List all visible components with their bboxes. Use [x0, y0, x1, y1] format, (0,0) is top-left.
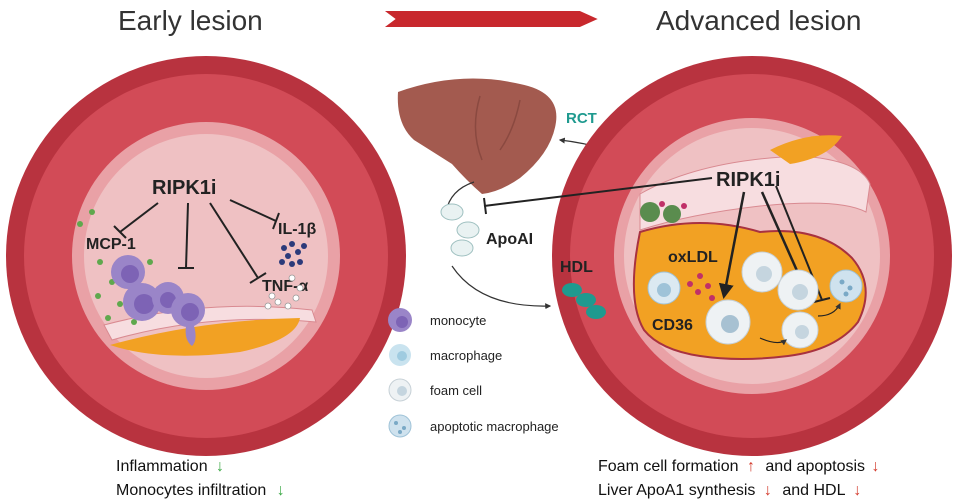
svg-text:Monocytes infiltration ↓: Monocytes infiltration ↓	[116, 482, 285, 499]
tnfa-cytokine-dots	[264, 274, 304, 310]
footer-right-line2-a: Liver ApoA1 synthesis	[598, 482, 755, 499]
liver	[397, 78, 557, 194]
oxldl-label: oxLDL	[668, 249, 718, 266]
monocyte-cluster	[111, 255, 205, 346]
footer-right: Foam cell formation ↑ and apoptosis ↓ Li…	[598, 458, 880, 499]
svg-text:macrophage: macrophage	[430, 348, 502, 363]
legend-item-monocyte: monocyte	[388, 308, 486, 332]
il1b-cytokine-dots	[279, 241, 307, 267]
svg-text:monocyte: monocyte	[430, 313, 486, 328]
svg-text:foam cell: foam cell	[430, 383, 482, 398]
right-ripk1i-label: RIPK1i	[716, 169, 780, 191]
title-early-lesion: Early lesion	[118, 5, 263, 36]
mcp1-label: MCP-1	[86, 236, 136, 253]
svg-text:apoptotic macrophage: apoptotic macrophage	[430, 419, 559, 434]
legend-item-apoptotic-macrophage: apoptotic macrophage	[388, 414, 559, 438]
footer-left-line2-text: Monocytes infiltration	[116, 482, 266, 499]
cd36-label: CD36	[652, 317, 693, 334]
efflux-cells	[640, 201, 687, 223]
apoai-label: ApoAI	[486, 231, 533, 248]
tnfa-label: TNF-α	[262, 278, 308, 295]
footer-right-line1-a: Foam cell formation	[598, 458, 739, 475]
footer-right-line1-b: and apoptosis	[765, 458, 865, 475]
legend-item-macrophage: macrophage	[389, 344, 502, 366]
ripk1i-inhibits-apoai	[483, 177, 713, 215]
early-lesion-vessel	[6, 56, 406, 456]
legend-item-foam-cell: foam cell	[388, 378, 482, 402]
legend: monocyte macrophage foam cell apoptotic …	[388, 308, 559, 438]
plaque-cells	[647, 251, 863, 349]
footer-left-line2-arrow: ↓	[277, 482, 285, 499]
footer-left-line1-arrow: ↓	[216, 458, 224, 475]
apoai-particles	[440, 203, 480, 257]
oxldl-dots	[687, 273, 715, 301]
title-advanced-lesion: Advanced lesion	[656, 5, 861, 36]
hdl-particles	[562, 283, 606, 319]
apoai-to-hdl-arrow	[451, 265, 552, 310]
footer-left-line1-text: Inflammation	[116, 458, 208, 475]
footer-right-line2-b: and HDL	[782, 482, 845, 499]
footer-left: Inflammation ↓ Monocytes infiltration ↓	[116, 458, 285, 499]
hdl-label: HDL	[560, 259, 593, 276]
mcp1-chemokine-dots	[77, 209, 153, 325]
early-plaque	[110, 318, 300, 356]
svg-text:Inflammation ↓: Inflammation ↓	[116, 458, 224, 475]
rct-label: RCT	[566, 110, 597, 127]
progression-arrow	[379, 9, 603, 29]
left-ripk1i-label: RIPK1i	[152, 177, 216, 199]
left-inhibition-lines	[113, 199, 280, 284]
svg-text:Foam cell formation ↑: Foam cell formation ↑ and apoptosis ↓	[598, 458, 880, 475]
il1b-label: IL-1β	[278, 221, 316, 238]
svg-text:Liver ApoA1 synthesis ↓: Liver ApoA1 synthesis ↓ and HDL ↓	[598, 482, 861, 499]
